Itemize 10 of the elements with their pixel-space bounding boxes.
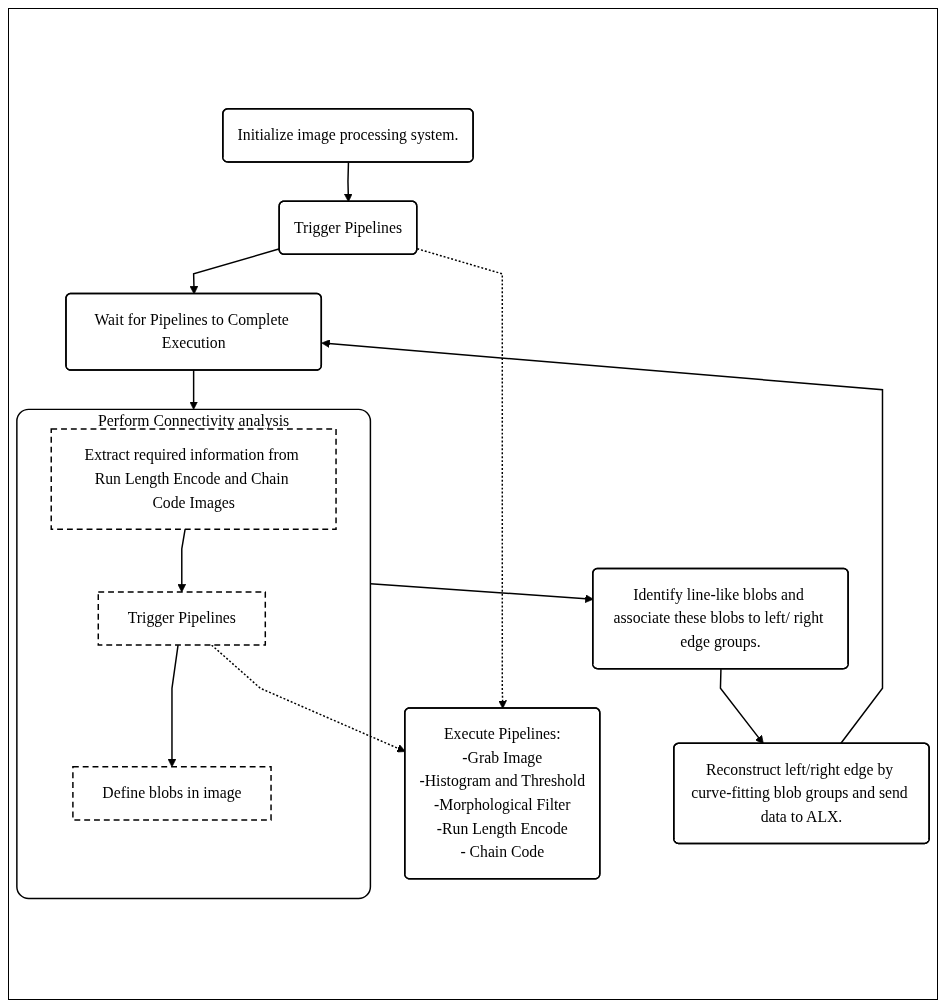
node-box: Trigger Pipelines [97, 591, 267, 647]
arrow [189, 369, 198, 411]
arrow [177, 528, 187, 593]
arrow [416, 248, 507, 710]
arrow [719, 668, 764, 745]
arrow [167, 644, 179, 768]
arrow [321, 339, 884, 745]
arrow [343, 162, 353, 203]
node-box: Define blobs in image [72, 766, 272, 821]
node-box: Extract required information from Run Length Encode and Chain Code Images [50, 428, 337, 531]
